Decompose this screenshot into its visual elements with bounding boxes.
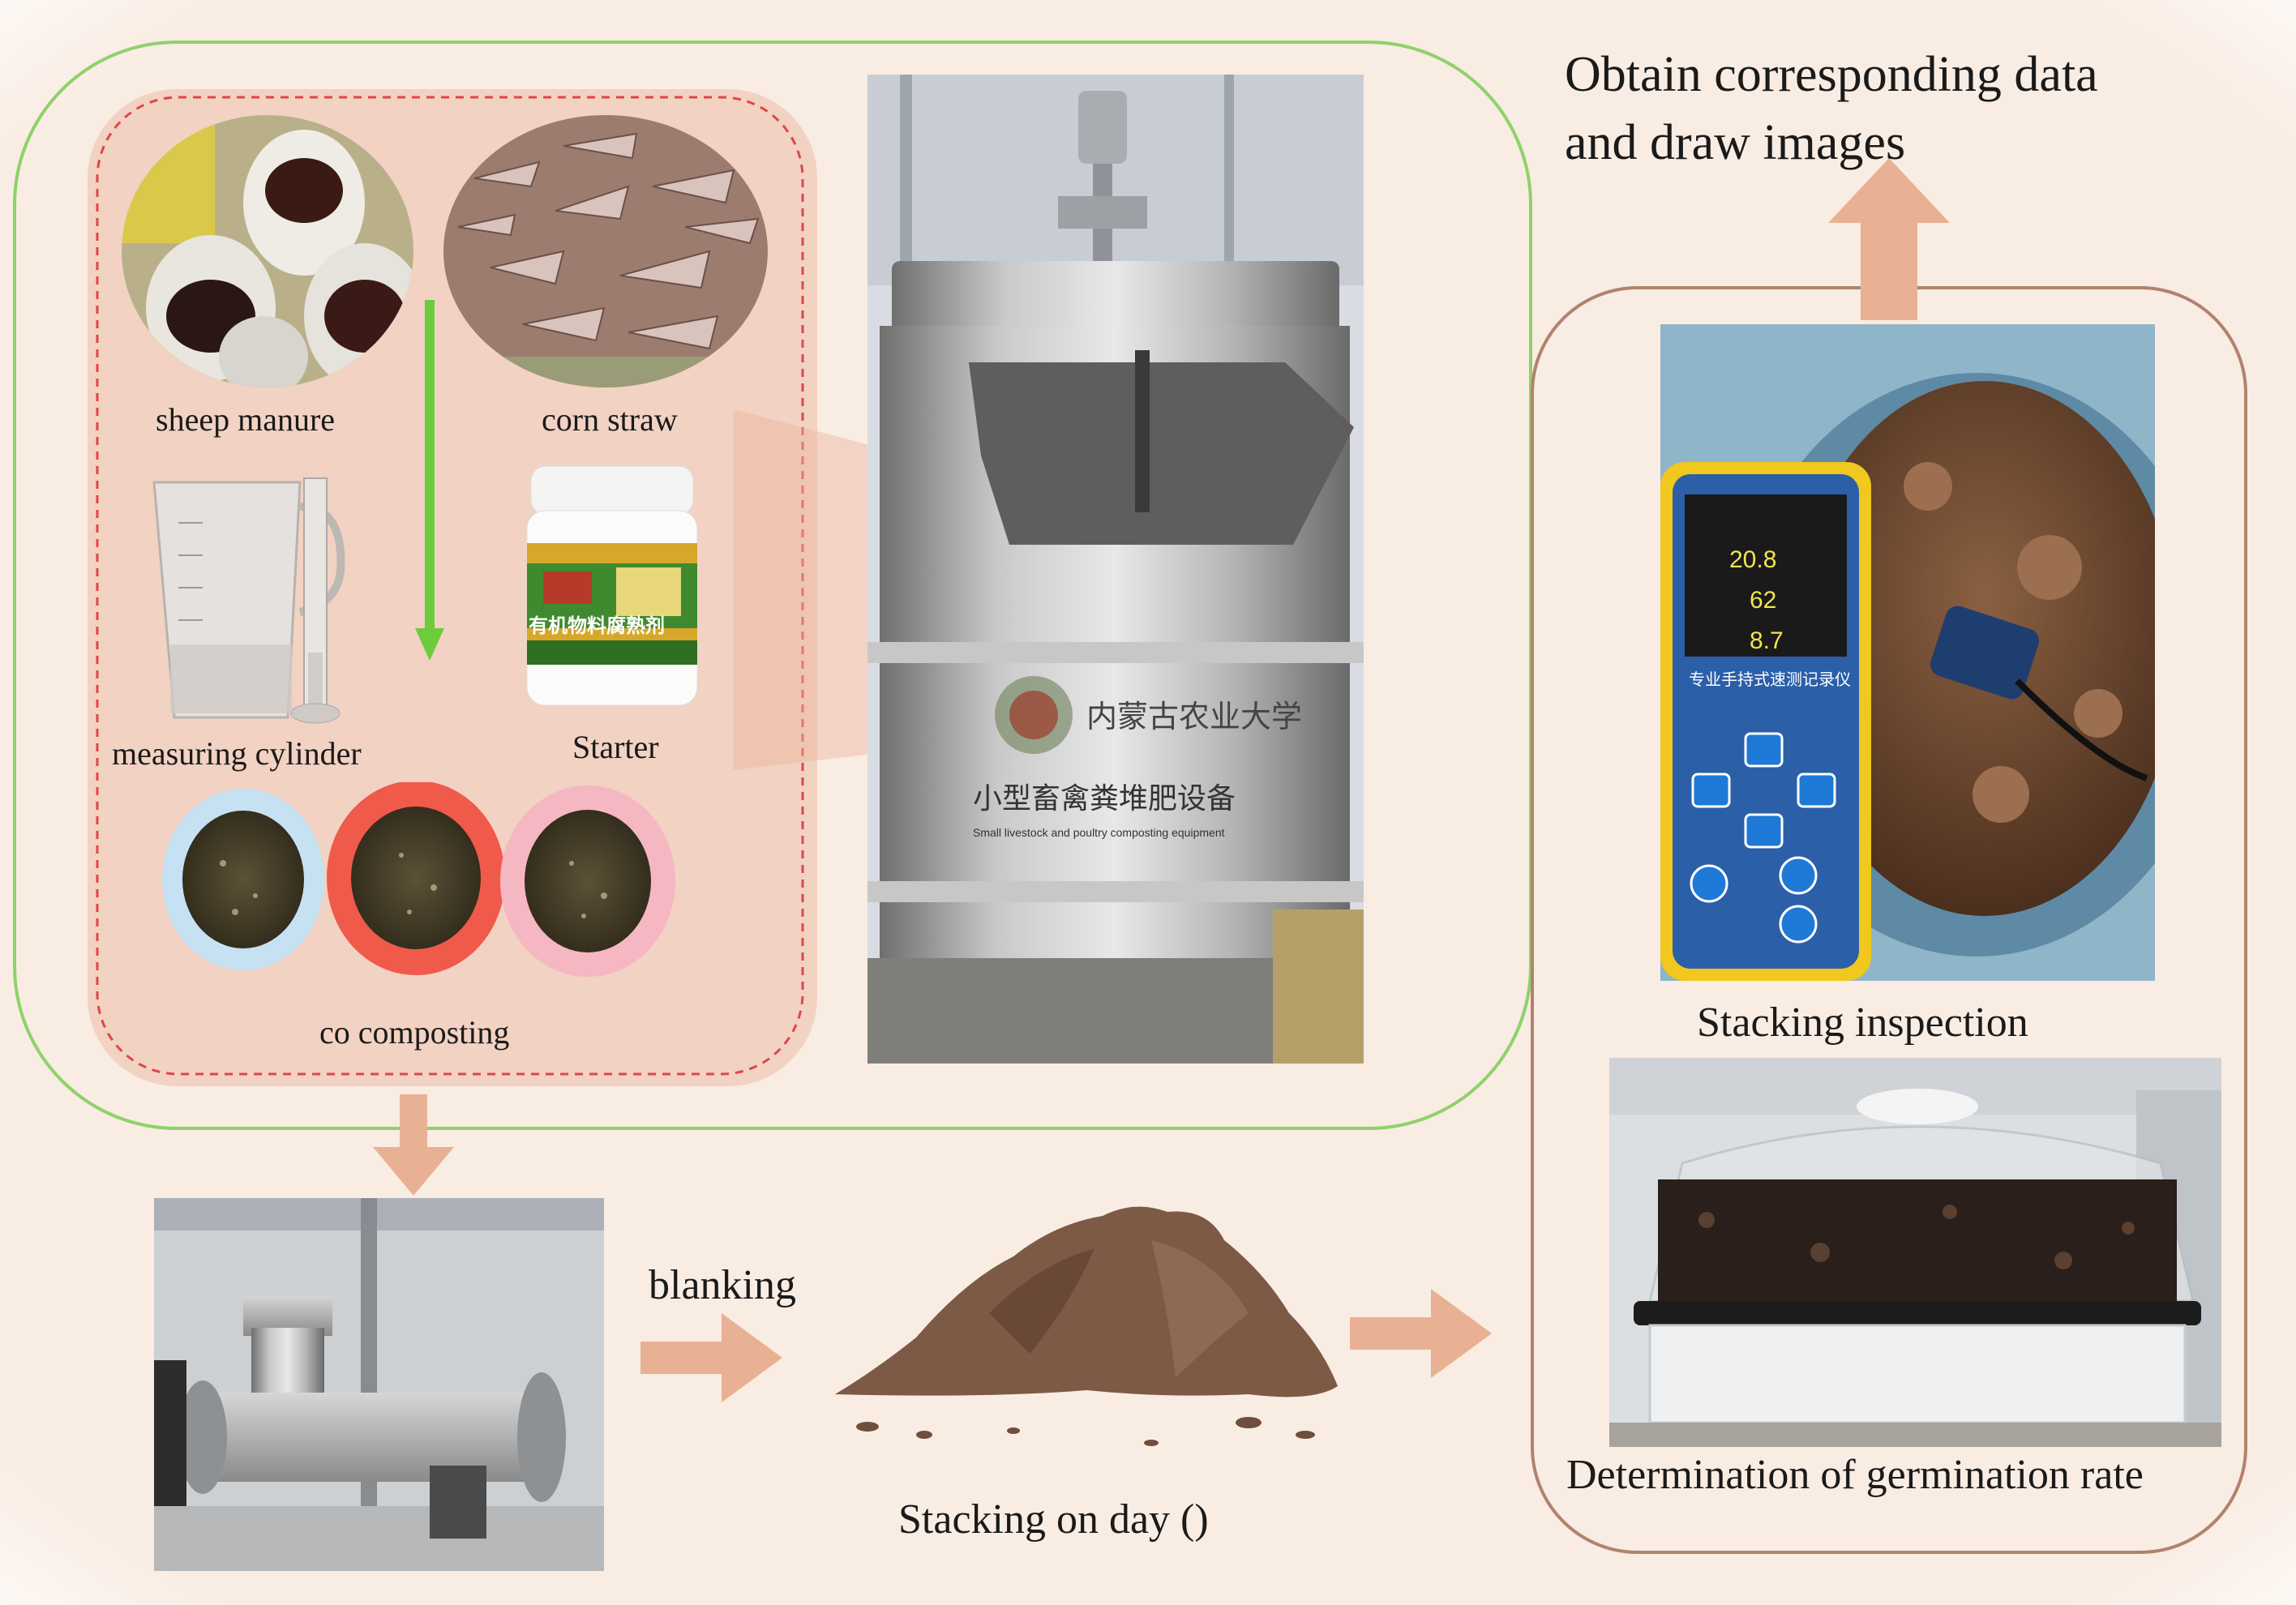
blanking-arrow — [640, 1313, 782, 1402]
machine-brand-text: 内蒙古农业大学 — [1086, 700, 1302, 734]
obtain-data-line1: Obtain corresponding data — [1565, 47, 2098, 102]
stacking-day-label: Stacking on day () — [898, 1496, 1209, 1543]
measuring-cylinder-image — [152, 477, 345, 724]
compost-pile-image — [835, 1206, 1338, 1446]
up-arrow-to-data — [1828, 158, 1950, 320]
green-down-arrow — [415, 300, 444, 661]
sheep-manure-label: sheep manure — [156, 401, 336, 438]
meter-reading-ph: 8.7 — [1750, 627, 1784, 654]
stacking-inspection-label: Stacking inspection — [1697, 999, 2028, 1046]
germination-label: Determination of germination rate — [1566, 1452, 2144, 1498]
blanking-label: blanking — [649, 1262, 796, 1308]
starter-label: Starter — [572, 729, 659, 765]
meter-footer-text: 专业手持式速测记录仪 — [1689, 670, 1851, 689]
starter-jar-image — [526, 466, 698, 706]
measuring-cylinder-label: measuring cylinder — [112, 735, 362, 772]
composting-machine-image: 内蒙古农业大学 小型畜禽粪堆肥设备 Small livestock and po… — [867, 75, 1364, 1064]
corn-straw-label: corn straw — [542, 401, 678, 438]
meter-reading-temp: 20.8 — [1729, 546, 1776, 573]
obtain-data-line2: and draw images — [1565, 115, 1906, 170]
starter-jar-text: 有机物料腐熟剂 — [529, 614, 665, 637]
corn-straw-image — [443, 115, 768, 387]
germination-box-image — [1609, 1058, 2221, 1447]
stacking-inspection-image: 20.8 62 8.7 专业手持式速测记录仪 — [1660, 324, 2155, 981]
co-composting-label: co composting — [319, 1014, 510, 1051]
machine-device-name: 小型畜禽粪堆肥设备 — [973, 781, 1236, 815]
down-arrow-to-blanking — [373, 1094, 454, 1196]
co-composting-bowls-image — [162, 782, 675, 977]
meter-reading-ec: 62 — [1750, 587, 1776, 614]
discharge-pipe-image — [154, 1198, 604, 1571]
sheep-manure-image — [122, 115, 413, 387]
arrow-to-results — [1350, 1289, 1492, 1378]
machine-device-name-en: Small livestock and poultry composting e… — [973, 826, 1225, 839]
